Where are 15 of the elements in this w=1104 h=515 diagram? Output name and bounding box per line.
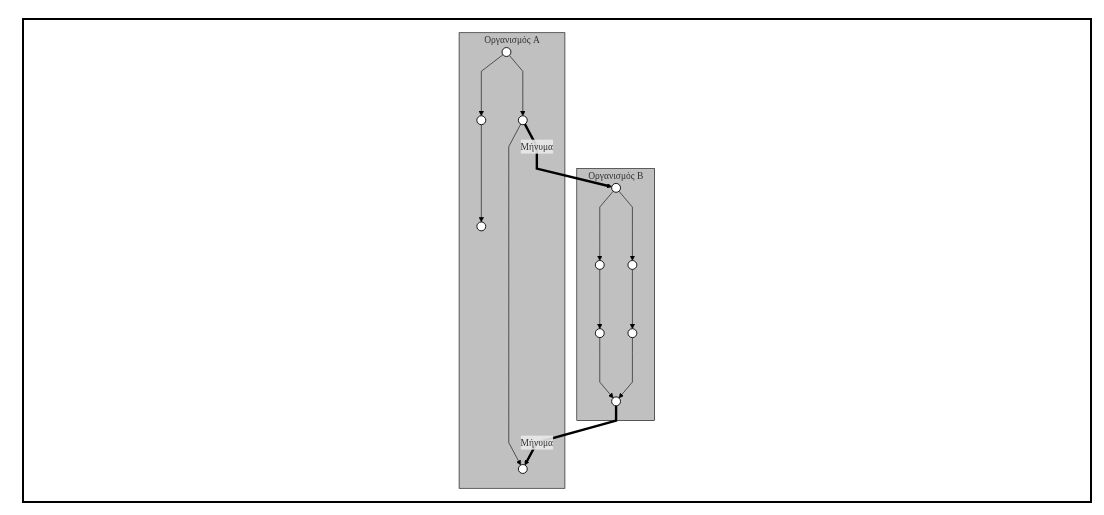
node-circle xyxy=(627,260,638,270)
node-circle xyxy=(518,464,528,474)
node-circle xyxy=(595,260,605,270)
node-circle xyxy=(627,328,638,339)
edge-label: Μήνυμα xyxy=(520,437,554,448)
edge-label: Μήνυμα xyxy=(520,141,554,152)
node-circle xyxy=(501,47,512,57)
node-circle xyxy=(476,221,487,232)
node-circle xyxy=(595,328,605,339)
arrow xyxy=(524,123,613,189)
node-circle xyxy=(611,182,622,193)
node-circle xyxy=(476,115,487,126)
cluster: Οργανισμός B xyxy=(576,168,656,421)
node-circle xyxy=(611,396,622,407)
node-circle xyxy=(518,115,528,126)
